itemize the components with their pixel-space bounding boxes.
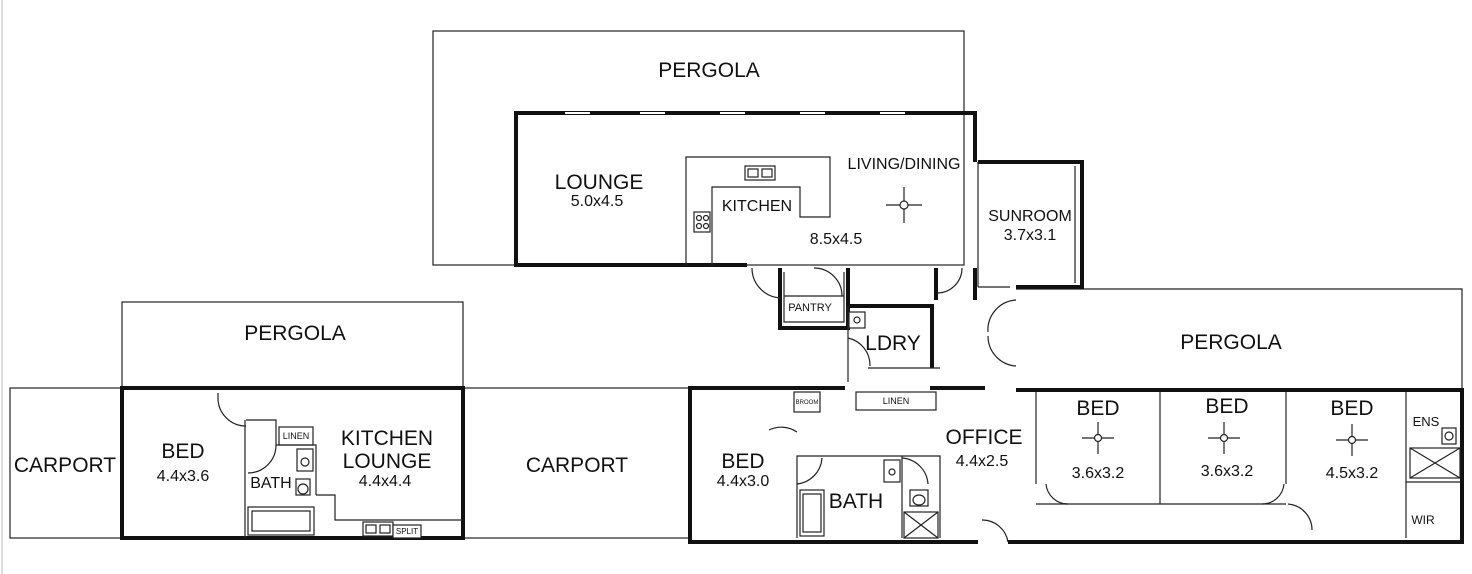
broom-label: BROOM	[796, 400, 819, 406]
laundry-tub-icon	[848, 311, 866, 329]
living-dining-dimensions: 8.5x4.5	[810, 231, 863, 248]
left-door-swings	[217, 397, 277, 474]
kitchen-lounge-dimensions: 4.4x4.4	[359, 473, 412, 490]
office-label: OFFICE	[946, 426, 1023, 449]
kitchen-lounge-label-1: KITCHEN	[341, 427, 433, 450]
right-door-swings	[768, 426, 1313, 543]
sunroom-label: SUNROOM	[988, 208, 1072, 225]
kitchen-lounge-label-2: LOUNGE	[343, 450, 432, 473]
bath-mid-label: BATH	[829, 490, 883, 513]
bed-r1-dimensions: 3.6x3.2	[1072, 465, 1125, 482]
linen-left-label: LINEN	[283, 431, 310, 441]
pergola-top-label: PERGOLA	[658, 59, 760, 82]
office-dimensions: 4.4x2.5	[956, 453, 1009, 470]
sunroom-walls	[977, 160, 1084, 289]
bath-left-label: BATH	[250, 475, 291, 492]
door-swings-centre	[751, 267, 1017, 367]
pantry-label: PANTRY	[788, 302, 832, 314]
wir-label: WIR	[1411, 513, 1435, 527]
cooktop-icon	[693, 211, 711, 233]
sunroom-dimensions: 3.7x3.1	[1004, 227, 1057, 244]
ensuite-label: ENS	[1413, 414, 1440, 429]
kitchen-bench	[685, 156, 831, 265]
bed-mid-label: BED	[721, 450, 764, 473]
lounge-label: LOUNGE	[555, 171, 644, 194]
carport-mid-label: CARPORT	[526, 454, 628, 477]
linen-mid-label: LINEN	[883, 396, 910, 406]
pergola-left-label: PERGOLA	[244, 322, 346, 345]
bed-r3-label: BED	[1330, 397, 1373, 420]
bed-r3-dimensions: 4.5x3.2	[1326, 465, 1379, 482]
bed-r2-dimensions: 3.6x3.2	[1201, 463, 1254, 480]
split-label: SPLIT	[396, 527, 418, 536]
pergola-right-outline	[1016, 288, 1463, 390]
lounge-dimensions: 5.0x4.5	[571, 193, 624, 210]
bed-mid-dimensions: 4.4x3.0	[717, 473, 770, 490]
carport-left-label: CARPORT	[14, 454, 116, 477]
ceiling-fan-icon	[1082, 422, 1368, 456]
laundry-walls	[847, 304, 940, 382]
ceiling-fan-icon	[886, 187, 922, 223]
right-wing-walls	[688, 386, 1464, 544]
left-bath-fixtures	[246, 419, 463, 539]
kitchen-sink-icon	[744, 165, 776, 181]
bed-r1-label: BED	[1076, 397, 1119, 420]
left-wing-walls	[120, 386, 465, 540]
pergola-right-label: PERGOLA	[1180, 331, 1282, 354]
bed-left-dimensions: 4.4x3.6	[157, 468, 210, 485]
broom-linen-cupboards	[793, 391, 937, 413]
pergola-left-outline	[121, 301, 464, 389]
bed-left-label: BED	[161, 440, 204, 463]
laundry-label: LDRY	[865, 332, 921, 355]
pantry-shelves	[783, 272, 845, 323]
main-living-walls	[514, 111, 977, 330]
mid-bath-walls	[796, 455, 941, 539]
ensuite-fixtures	[1409, 427, 1461, 479]
kitchen-label: KITCHEN	[722, 198, 792, 215]
living-dining-label: LIVING/DINING	[848, 156, 961, 173]
bed-r2-label: BED	[1205, 395, 1248, 418]
